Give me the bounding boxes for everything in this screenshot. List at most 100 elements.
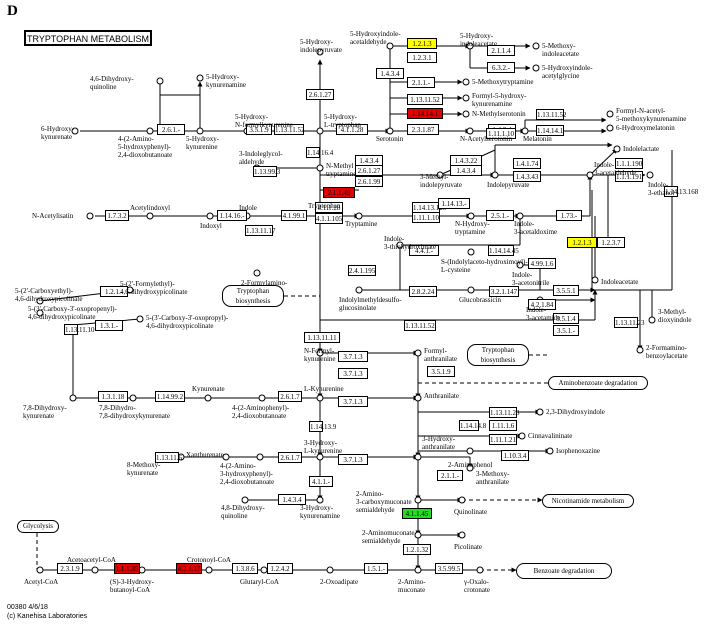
compound-node-c43[interactable] xyxy=(648,316,656,324)
enzyme-box-e67[interactable]: 3.7.1.3 xyxy=(338,368,368,379)
compound-node-c2[interactable] xyxy=(466,42,474,50)
compound-node-c53[interactable] xyxy=(129,394,137,402)
compound-node-c76[interactable] xyxy=(36,566,44,574)
compound-node-c28[interactable] xyxy=(86,212,94,220)
enzyme-box-e89[interactable]: 1.1.1.35 xyxy=(114,563,140,574)
enzyme-box-e83[interactable]: 3.7.1.3 xyxy=(338,454,368,465)
compound-node-c68[interactable] xyxy=(241,496,249,504)
compound-node-c49[interactable] xyxy=(316,349,324,357)
compound-node-c52[interactable] xyxy=(69,394,77,402)
compound-node-c58[interactable] xyxy=(536,408,544,416)
compound-node-c5[interactable] xyxy=(316,48,324,56)
compound-node-c74[interactable] xyxy=(91,566,99,574)
enzyme-box-e93[interactable]: 1.5.1.- xyxy=(364,563,388,574)
compound-node-c4[interactable] xyxy=(532,64,540,72)
enzyme-box-e84[interactable]: 4.1.1.- xyxy=(309,476,333,487)
compound-node-c6[interactable] xyxy=(156,77,164,85)
enzyme-box-e42[interactable]: 1.1.1.190 xyxy=(615,158,643,169)
enzyme-box-e60[interactable]: 1.13.11.52 xyxy=(404,320,436,331)
compound-node-c38[interactable] xyxy=(516,261,524,269)
compound-node-c35[interactable] xyxy=(516,212,524,220)
compound-node-c44[interactable] xyxy=(253,269,261,277)
compound-node-c36[interactable] xyxy=(396,241,404,249)
enzyme-box-e21[interactable]: 1.14.14.1 xyxy=(536,125,564,136)
compound-node-c61[interactable] xyxy=(222,453,230,461)
enzyme-box-e50[interactable]: 2.4.1.195 xyxy=(348,265,376,276)
enzyme-box-e30[interactable]: 4.1.1.105 xyxy=(315,213,343,224)
enzyme-box-e87[interactable]: 1.2.1.32 xyxy=(403,544,431,555)
compound-node-c64[interactable] xyxy=(316,453,324,461)
enzyme-box-e35[interactable]: 2.5.1.- xyxy=(486,210,514,221)
compound-node-c15[interactable] xyxy=(196,127,204,135)
compound-node-c39[interactable] xyxy=(355,286,363,294)
enzyme-box-e16[interactable]: 2.6.1.- xyxy=(157,124,185,135)
map-link-nicotinamide[interactable]: Nicotinamide metabolism xyxy=(542,494,634,508)
compound-node-c7[interactable] xyxy=(196,74,204,82)
enzyme-box-e57[interactable]: 3.5.1.- xyxy=(553,325,579,336)
compound-node-c75[interactable] xyxy=(205,566,213,574)
compound-node-c22[interactable] xyxy=(316,164,324,172)
enzyme-box-e64[interactable]: 3.7.1.3 xyxy=(338,351,368,362)
enzyme-box-e26[interactable]: 2.6.1.27 xyxy=(355,165,383,176)
enzyme-box-e82[interactable]: 2.6.1.7 xyxy=(278,452,302,463)
compound-node-c19[interactable] xyxy=(466,127,474,135)
compound-node-c51[interactable] xyxy=(636,346,644,354)
compound-node-c18[interactable] xyxy=(386,127,394,135)
enzyme-box-e74[interactable]: 1.11.1.6 xyxy=(489,420,517,431)
compound-node-c8[interactable] xyxy=(462,78,470,86)
enzyme-box-e75[interactable]: 1.11.1.21 xyxy=(489,434,517,445)
map-link-benzoate[interactable]: Benzoate degradation xyxy=(516,563,612,579)
enzyme-box-e8[interactable]: 1.13.11.52 xyxy=(407,94,443,105)
compound-node-c20[interactable] xyxy=(521,127,529,135)
enzyme-box-e65[interactable]: 3.5.1.9 xyxy=(427,366,455,377)
enzyme-box-e7[interactable]: 2.6.1.27 xyxy=(306,89,334,100)
enzyme-box-e52[interactable]: 2.8.2.24 xyxy=(409,286,437,297)
map-link-glycolysis[interactable]: Glycolysis xyxy=(17,520,59,533)
enzyme-box-e33[interactable]: 1.11.1.10 xyxy=(486,128,516,139)
compound-node-c72[interactable] xyxy=(414,531,422,539)
compound-node-c47[interactable] xyxy=(36,309,44,317)
enzyme-box-e56[interactable]: 3.5.1.4 xyxy=(553,313,579,324)
compound-node-c26[interactable] xyxy=(586,171,594,179)
enzyme-box-e86[interactable]: 4.1.1.45 xyxy=(402,508,432,519)
compound-node-c66[interactable] xyxy=(466,447,474,455)
compound-node-c33[interactable] xyxy=(355,212,363,220)
compound-node-c73[interactable] xyxy=(458,531,466,539)
compound-node-c12[interactable] xyxy=(606,124,614,132)
compound-node-c65[interactable] xyxy=(414,453,422,461)
compound-node-c42[interactable] xyxy=(591,276,599,284)
enzyme-box-e58[interactable]: 1.13.11.23 xyxy=(614,317,645,328)
enzyme-box-e19[interactable]: 1.13.99.3 xyxy=(253,166,281,177)
compound-node-c70[interactable] xyxy=(414,496,422,504)
enzyme-box-e44[interactable]: 1.7.3.2 xyxy=(105,210,129,221)
compound-node-c69[interactable] xyxy=(316,496,324,504)
enzyme-box-e94[interactable]: 3.5.99.5 xyxy=(435,563,463,574)
enzyme-box-e29[interactable]: 4.1.1.28 xyxy=(315,202,343,213)
compound-node-c50[interactable] xyxy=(414,349,422,357)
compound-node-c29[interactable] xyxy=(146,212,154,220)
compound-node-c1[interactable] xyxy=(386,42,394,50)
enzyme-box-e90[interactable]: 4.2.1.17 xyxy=(176,563,202,574)
compound-node-c25[interactable] xyxy=(613,145,621,153)
enzyme-box-e38[interactable]: 1.2.3.7 xyxy=(597,237,625,248)
compound-node-c10[interactable] xyxy=(462,110,470,118)
compound-node-c17[interactable] xyxy=(316,127,324,135)
map-link-aminobenzoate[interactable]: Aminobenzoate degradation xyxy=(548,376,648,390)
enzyme-box-e9[interactable]: 1.14.14.1 xyxy=(407,108,443,119)
enzyme-box-e85[interactable]: 1.4.3.4 xyxy=(278,494,306,505)
compound-node-c57[interactable] xyxy=(414,394,422,402)
compound-node-c59[interactable] xyxy=(518,432,526,440)
compound-node-c24[interactable] xyxy=(491,171,499,179)
compound-node-c13[interactable] xyxy=(71,127,79,135)
enzyme-box-e63[interactable]: 1.13.11.10 xyxy=(64,324,95,335)
compound-node-c30[interactable] xyxy=(206,212,214,220)
enzyme-box-e5[interactable]: 6.3.2.- xyxy=(487,62,515,73)
enzyme-box-e40[interactable]: 1.4.1.74 xyxy=(513,158,541,169)
compound-node-c40[interactable] xyxy=(467,286,475,294)
enzyme-box-e3[interactable]: 1.4.3.4 xyxy=(376,68,404,79)
compound-node-c60[interactable] xyxy=(546,447,554,455)
enzyme-box-e18[interactable]: 1.14.16.4 xyxy=(306,147,334,158)
enzyme-box-e76[interactable]: 1.14.14.8 xyxy=(459,420,487,431)
compound-node-c34[interactable] xyxy=(467,212,475,220)
